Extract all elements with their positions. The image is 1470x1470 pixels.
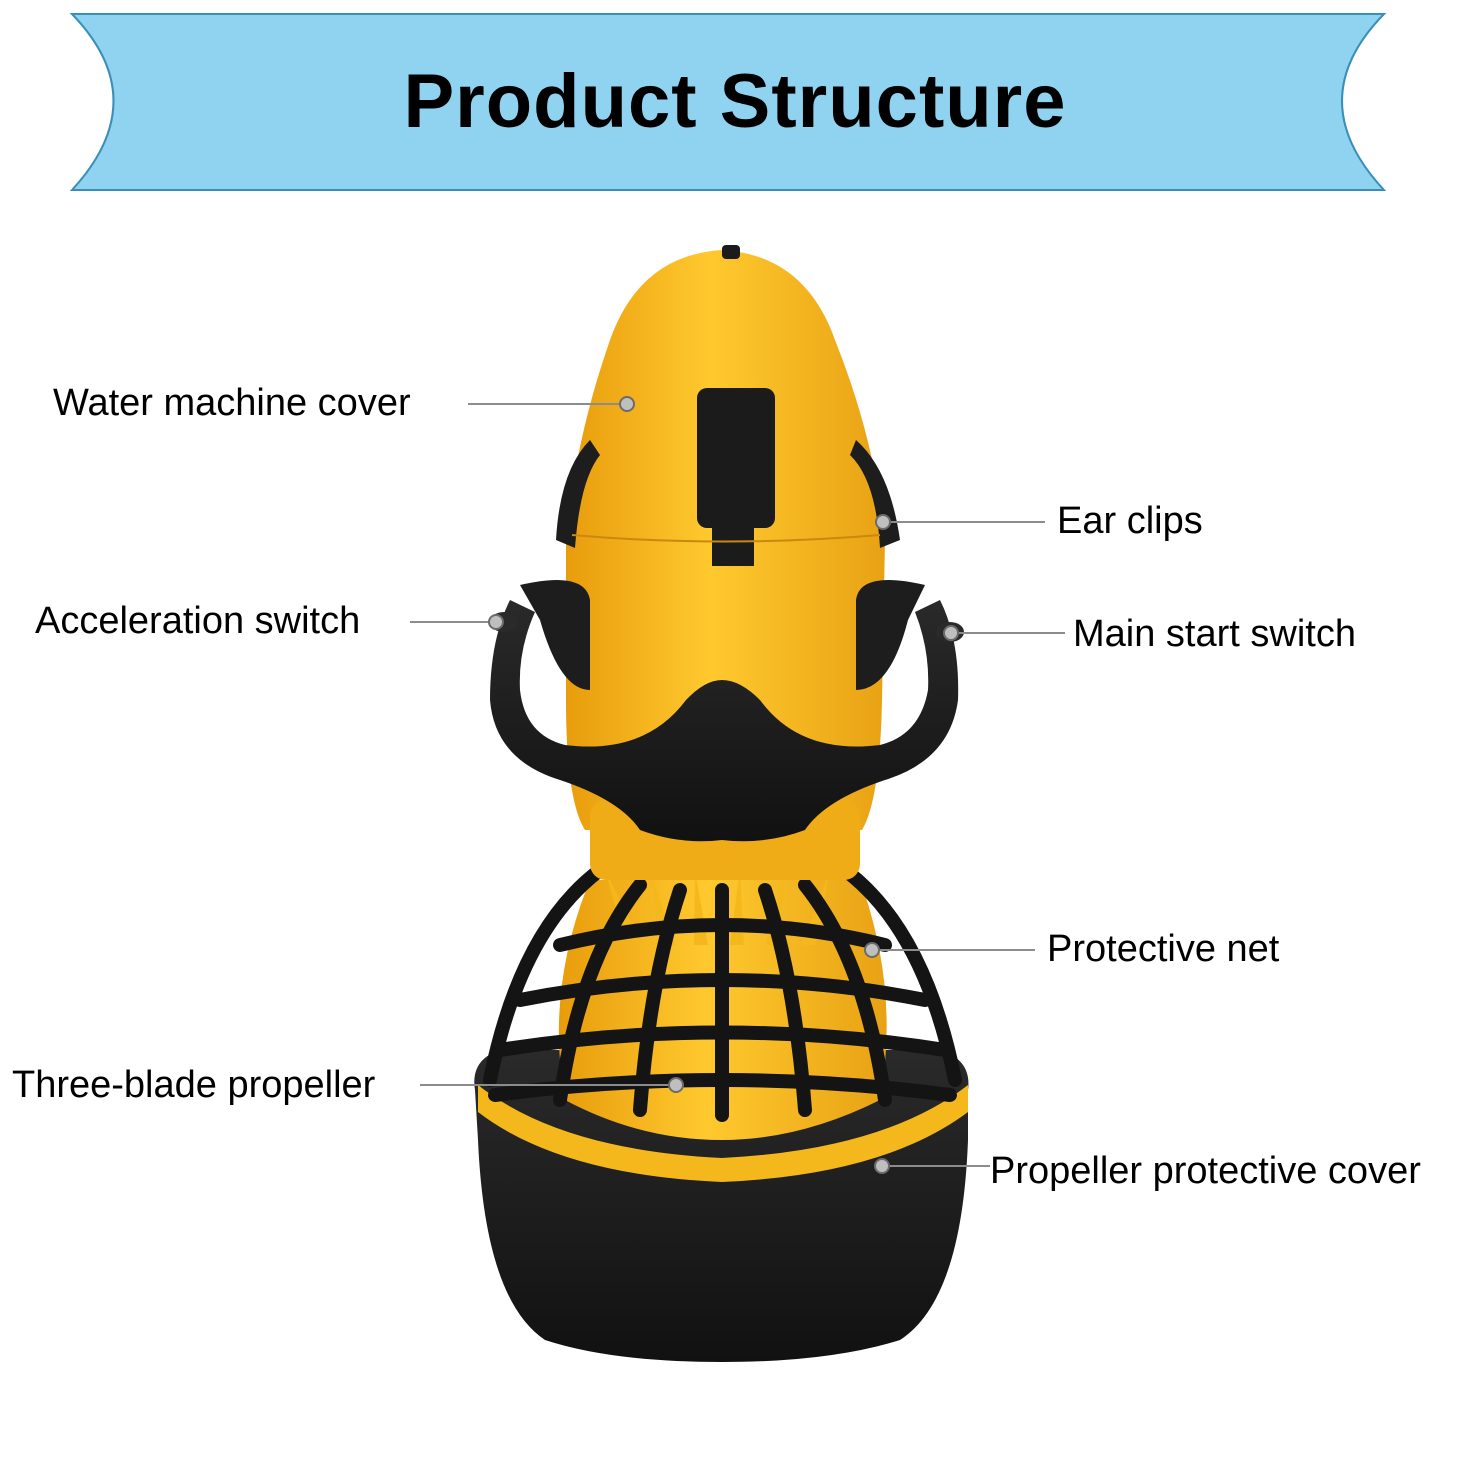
top-latch — [697, 388, 775, 528]
label-acceleration-switch: Acceleration switch — [35, 600, 361, 642]
label-three-blade-propeller: Three-blade propeller — [12, 1064, 376, 1106]
handle-ring — [490, 600, 959, 842]
propeller-protective-cover-shape — [474, 1050, 969, 1362]
label-ear-clips: Ear clips — [1057, 500, 1203, 542]
callout-markers — [488, 396, 959, 1174]
ear-clip-left — [556, 440, 600, 548]
title-banner — [69, 13, 1387, 191]
label-main-start-switch: Main start switch — [1073, 613, 1356, 655]
label-protective-net: Protective net — [1047, 928, 1280, 970]
label-water-machine-cover: Water machine cover — [53, 382, 411, 424]
leader-lines — [410, 403, 1065, 1167]
page-title: Product Structure — [403, 59, 1067, 144]
protective-net-shape — [483, 863, 962, 1122]
label-propeller-protective-cover: Propeller protective cover — [990, 1150, 1421, 1192]
